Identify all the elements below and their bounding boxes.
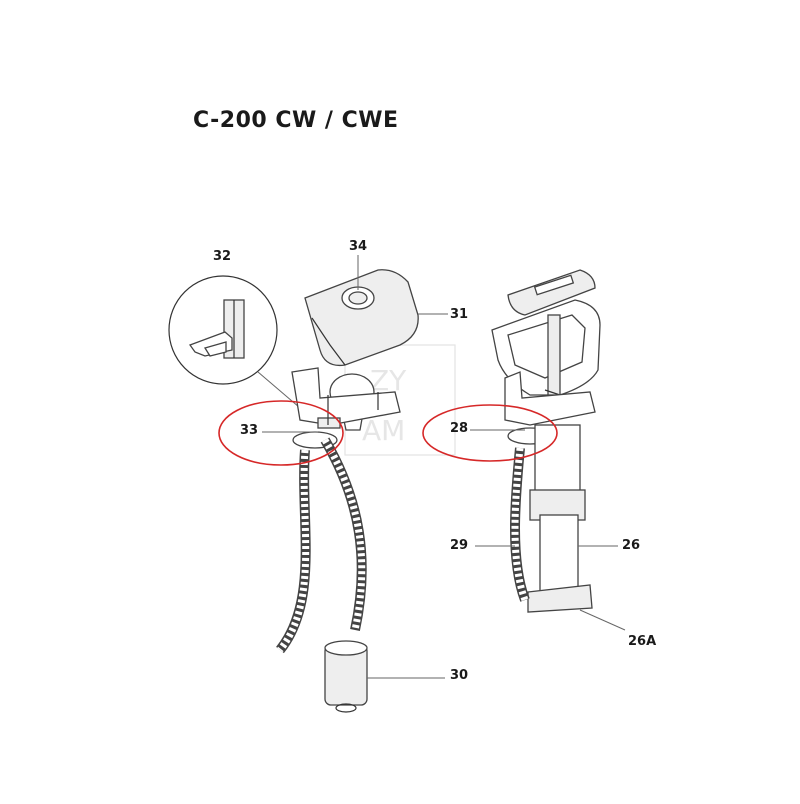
callout-34: 34 [349,239,367,254]
cap-31 [304,269,419,367]
watermark: ZY AM [344,344,456,456]
detail-clip-tab [203,341,227,357]
watermark-line-1: ZY [370,364,407,397]
cable-right-outline [320,437,367,632]
leader-lines [262,255,626,679]
callout-31: 31 [450,307,468,322]
callout-32: 32 [213,249,231,264]
highlight-ellipse-33 [218,400,344,466]
callout-26a: 26A [628,634,656,649]
filter-34 [348,291,368,305]
cylinder-26-lower [539,514,579,596]
right-bracket-plate [504,371,596,426]
cable-29-outline [510,447,530,602]
leader-26a [579,609,626,631]
top-handle-slot [533,274,575,296]
callout-33: 33 [240,423,258,438]
callout-28: 28 [450,421,468,436]
detail-bubble-32 [168,275,321,426]
frame-window [507,314,586,379]
cap-31-skirt [311,317,346,366]
base-26a [527,584,593,613]
callout-29: 29 [450,538,468,553]
callout-26: 26 [622,538,640,553]
guide-rod [547,314,561,396]
weight-30-top [324,640,368,656]
right-assembly [491,269,601,613]
cable-left-braid [277,449,310,653]
detail-circle [168,275,278,385]
highlight-ellipse-28 [422,404,558,462]
left-assembly [276,269,419,713]
watermark-line-2: AM [362,414,405,447]
diagram-title: C-200 CW / CWE [193,108,399,133]
cable-right-braid [321,438,366,631]
cable-29-braid [511,447,529,602]
weight-30-bottom [335,703,357,713]
bracket-plate [291,367,401,426]
callout-30: 30 [450,668,468,683]
